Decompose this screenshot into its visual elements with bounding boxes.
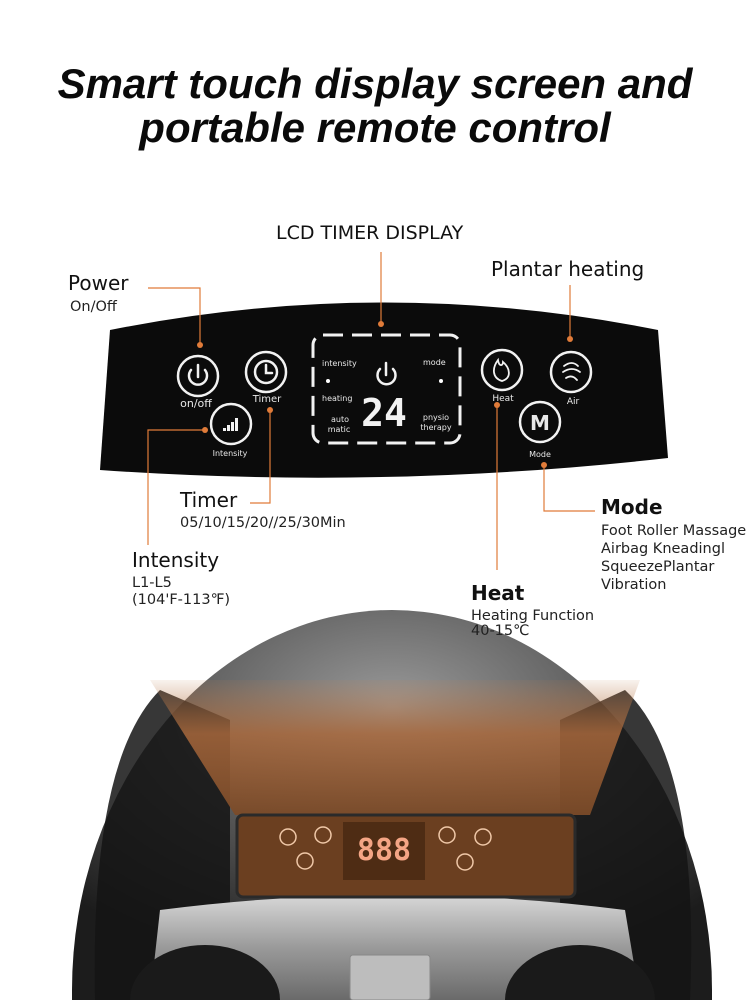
mode-glyph: M [530,411,550,435]
power-callout-desc: On/Off [70,299,117,315]
foot-massager-device [72,610,712,1000]
intensity-button [209,402,253,446]
onoff-label: on/off [180,397,212,410]
signal-bars-icon [223,418,238,431]
intensity-callout-desc-1: L1-L5 [132,575,172,591]
heat-callout-desc-1: Heating Function [471,608,595,624]
mode-callout-desc-2: Airbag Kneadingl [601,541,725,557]
heat-button [480,348,524,392]
heat-callout-desc-2: 40-15℃ [471,623,530,639]
lcd-therapy: therapy [420,423,451,432]
intensity-callout-desc-2: (104'F-113℉) [132,592,231,608]
lcd-auto: auto [331,415,349,424]
intensity-label: Intensity [213,449,248,458]
light-beam [150,680,640,815]
right-foot-opening [505,945,655,1000]
control-panel [100,302,668,478]
mode-callout-desc-1: Foot Roller Massage [601,523,747,539]
lcd-display-frame [311,333,462,445]
power-callout-label: Power [68,271,129,295]
device-display-digits: 888 [357,833,411,868]
mode-callout-desc-4: Vibration [601,577,667,593]
heat-callout-label: Heat [471,581,525,605]
lcd-physio: pnysio [423,413,449,422]
lcd-matic: matic [328,425,350,434]
timer-callout-desc: 05/10/15/20//25/30Min [180,515,346,531]
timer-label: Timer [252,394,282,405]
lcd-callout-label: LCD TIMER DISPLAY [276,222,464,244]
timer-callout-label: Timer [180,488,238,512]
air-icon [562,362,581,381]
timer-button [244,350,288,394]
headline-line-1: Smart touch display screen and [57,60,693,107]
mode-callout-label: Mode [601,495,663,519]
power-button [176,354,220,398]
air-button [549,350,593,394]
power-icon [187,368,209,386]
plantar-callout-label: Plantar heating [491,257,645,281]
lcd-heating: heating [322,394,352,403]
mode-callout-desc-3: SqueezePlantar [601,559,715,575]
air-label: Air [567,397,580,407]
flame-icon [493,357,510,382]
callout-lines [147,252,595,570]
heat-label: Heat [492,394,514,404]
mode-button [518,400,562,444]
left-foot-opening [130,945,280,1000]
lcd-power-icon [376,367,397,386]
headline-line-2: portable remote control [139,104,611,151]
intensity-callout-label: Intensity [132,548,220,572]
lcd-digits: 24 [361,391,407,435]
mode-label: Mode [529,450,551,459]
lcd-intensity: intensity [322,359,357,368]
lcd-mode: mode [423,358,446,367]
clock-icon [253,359,279,385]
